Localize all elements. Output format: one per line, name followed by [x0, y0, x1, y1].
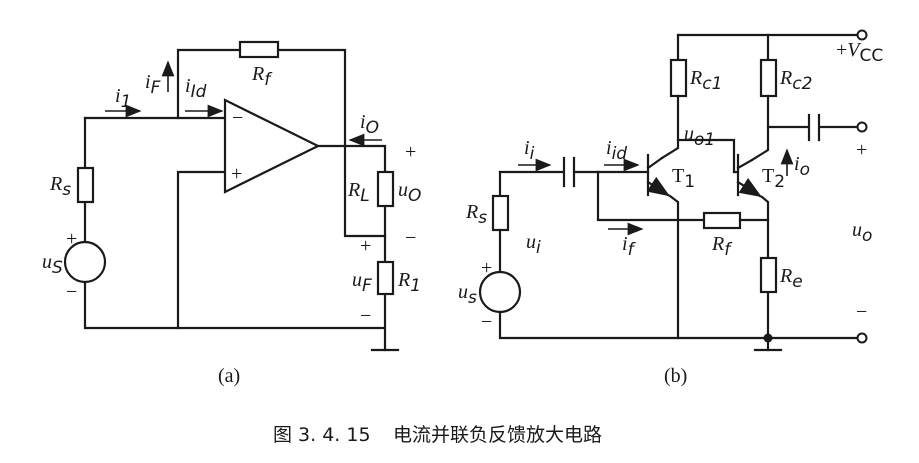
resistor-rf-a [238, 40, 280, 59]
label-uo: uo [852, 219, 872, 246]
terminal-gnd [856, 332, 868, 344]
label-iid: iid [606, 137, 627, 164]
label-io: io [794, 153, 810, 180]
wire-b-rc1-coll [660, 94, 680, 160]
opamp-noninv-sign: + [231, 163, 242, 185]
wire-a-fb-node [343, 144, 387, 238]
node-gnd [763, 333, 773, 343]
label-rc2: Rc2 [779, 67, 812, 94]
label-uF: uF [352, 269, 372, 296]
wire-b-t1-emitter-gnd [668, 194, 680, 340]
op-amp [223, 98, 321, 194]
label-if: if [622, 233, 637, 260]
label-uo1: uo1 [684, 123, 715, 150]
wire-a-noninv [176, 170, 227, 330]
label-t2: T2 [762, 165, 785, 192]
wire-a-output [316, 144, 387, 174]
label-ui: ui [526, 231, 541, 258]
uF-plus: + [360, 235, 371, 257]
uO-minus: − [405, 227, 416, 249]
wire-b-fb-left [596, 170, 706, 222]
resistor-re [759, 256, 778, 294]
label-rs-b: Rs [465, 201, 487, 228]
label-uS: uS [42, 251, 63, 278]
resistor-rs-b [491, 194, 510, 232]
uF-minus: − [360, 305, 371, 327]
uo-minus: − [856, 301, 867, 323]
wire-b-t1-base-link [676, 138, 736, 174]
t2-emitter [736, 177, 762, 198]
label-i1: i1 [115, 85, 131, 112]
t1-collector [646, 156, 664, 170]
t1-emitter [646, 176, 670, 197]
sub-label-a: (a) [218, 365, 240, 387]
resistor-rf-b [702, 211, 742, 230]
label-rc1: Rc1 [689, 67, 722, 94]
uo-plus: + [856, 139, 867, 161]
circuit-b: +VCC Rc1 Rc2 uo1 T1 T2 io ii iid if Rf R… [458, 29, 883, 387]
label-iF: iF [145, 71, 161, 98]
src-a-plus: + [66, 228, 77, 250]
label-ii: ii [524, 137, 535, 164]
resistor-rl-a [376, 170, 395, 208]
wire-b-t2-emitter [760, 195, 770, 260]
resistor-rc2 [759, 58, 778, 98]
label-re: Re [779, 265, 803, 292]
label-us: us [458, 281, 477, 308]
label-rf-a: Rf [251, 63, 273, 90]
wire-b-gnd-rail [498, 310, 860, 340]
sub-label-b: (b) [664, 365, 687, 387]
label-t1: T1 [672, 165, 695, 192]
figure-title: 电流并联负反馈放大电路 [393, 424, 602, 446]
resistor-rc1 [669, 58, 688, 98]
wire-a-fb-left [176, 48, 242, 120]
wire-b-rc2-coll [750, 94, 770, 162]
label-rl-a: RL [347, 179, 370, 206]
wire-a-src-gnd [83, 280, 387, 330]
t2-collector [736, 158, 754, 170]
src-b-plus: + [481, 257, 492, 279]
label-iO: iO [360, 111, 379, 138]
resistor-rs-a [76, 166, 95, 204]
label-rf-b: Rf [711, 233, 733, 260]
label-rs-a: Rs [49, 173, 71, 200]
src-a-minus: − [66, 281, 77, 303]
label-r1-a: R1 [397, 269, 421, 296]
circuit-a: − + Rf Rs RL R1 i1 iF iId iO uO uS uF + … [42, 40, 421, 387]
terminal-out [856, 121, 868, 133]
voltage-source-a [63, 240, 107, 284]
wire-a-fb-right [276, 48, 347, 148]
label-vcc: +VCC [836, 39, 883, 66]
opamp-inv-sign: − [232, 107, 243, 129]
uO-plus: + [405, 141, 416, 163]
figure-number: 图 3. 4. 15 [273, 424, 371, 446]
label-uO: uO [398, 179, 421, 206]
resistor-r1-a [376, 260, 395, 296]
label-iId: iId [185, 75, 207, 102]
src-b-minus: − [481, 311, 492, 333]
terminal-vcc [856, 29, 868, 41]
